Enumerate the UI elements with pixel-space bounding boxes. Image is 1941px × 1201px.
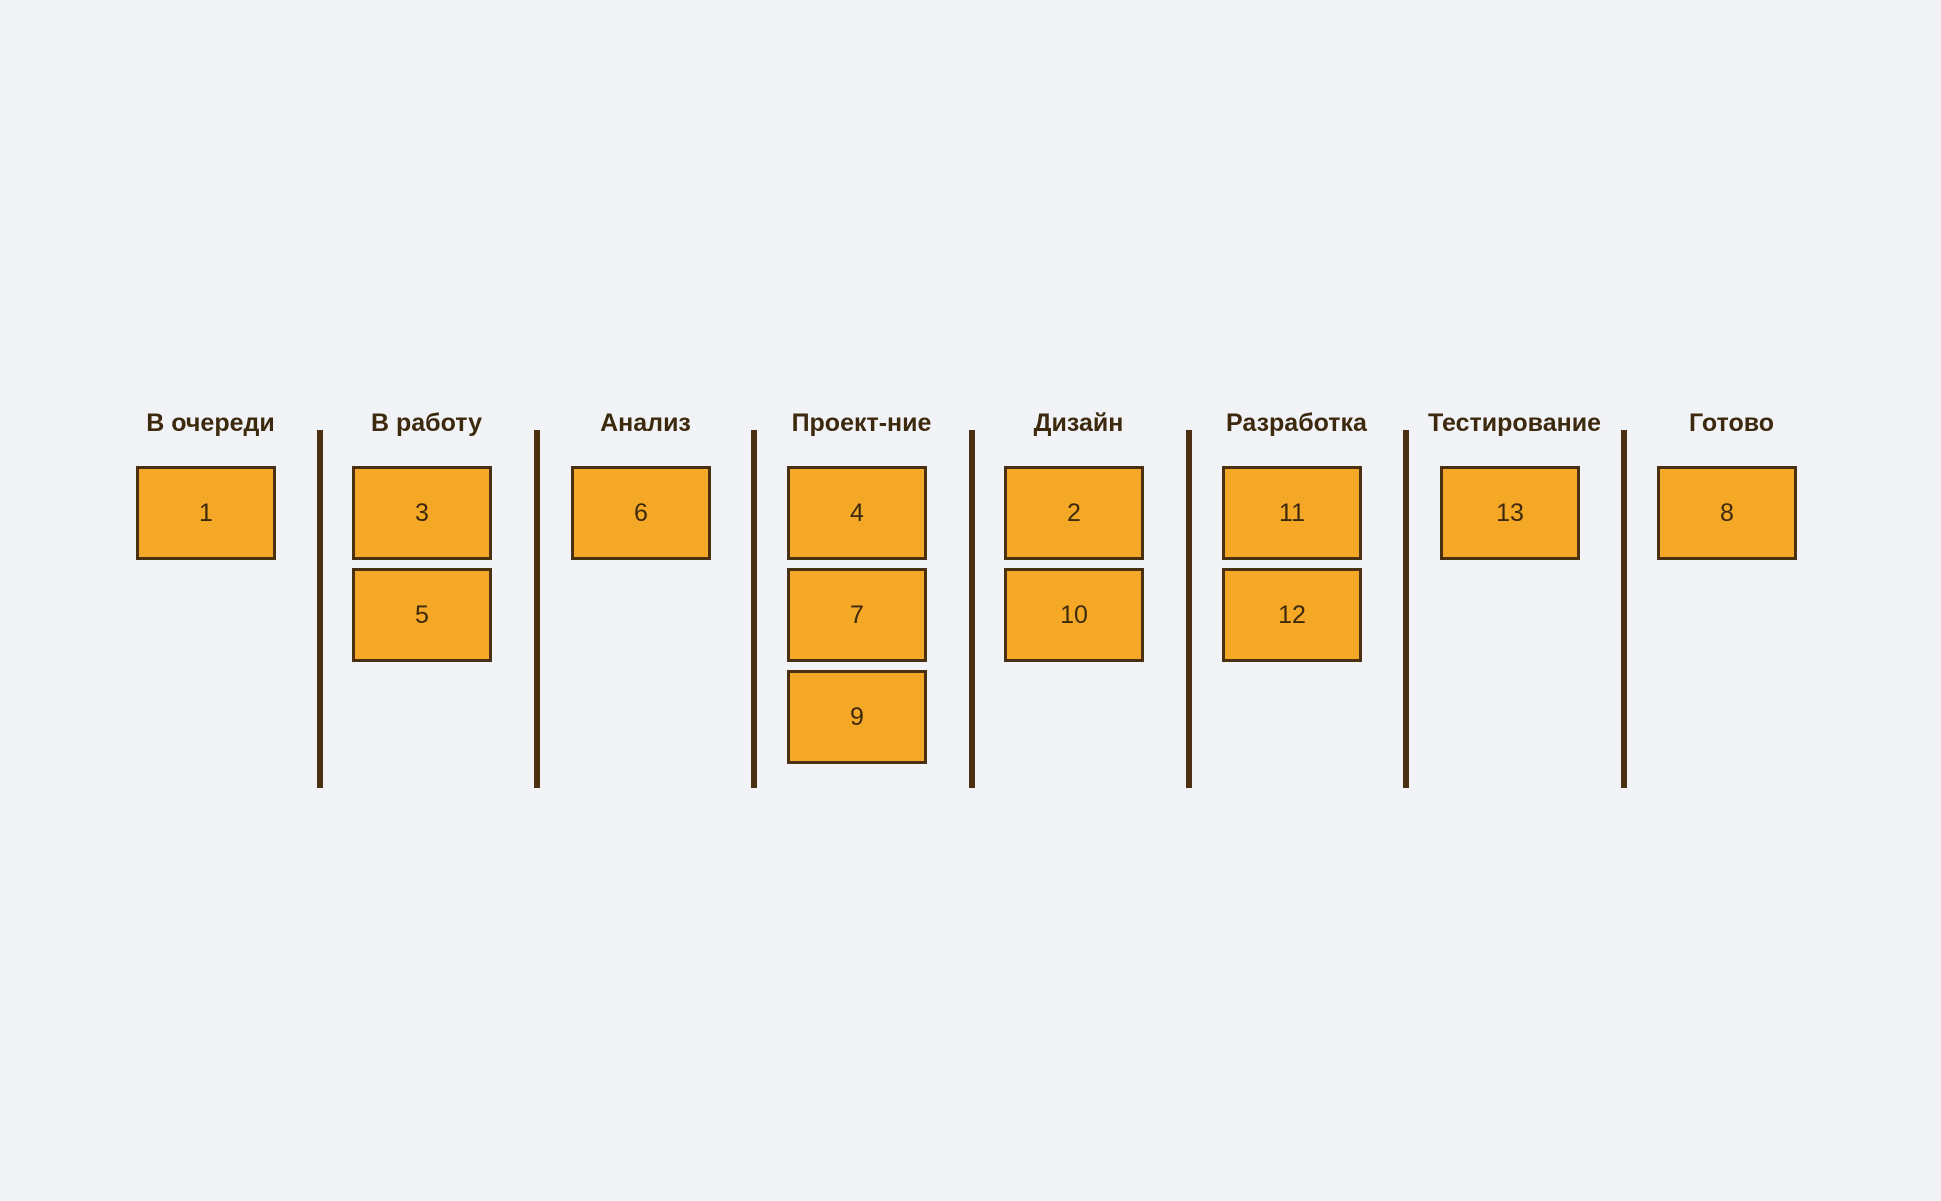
task-card[interactable]: 3 [352,466,492,560]
column-design-project: Проект-ние 4 7 9 [753,405,970,790]
column-testing: Тестирование 13 [1406,405,1623,790]
column-analysis: Анализ 6 [537,405,754,790]
column-title: Дизайн [1033,409,1124,437]
task-card[interactable]: 1 [136,466,276,560]
task-card[interactable]: 6 [571,466,711,560]
column-queue: В очереди 1 [102,405,319,790]
task-card[interactable]: 8 [1657,466,1797,560]
task-card[interactable]: 13 [1440,466,1580,560]
task-card[interactable]: 12 [1222,568,1362,662]
column-development: Разработка 11 12 [1188,405,1405,790]
task-card[interactable]: 9 [787,670,927,764]
column-divider [751,430,757,788]
column-design: Дизайн 2 10 [970,405,1187,790]
column-title: Разработка [1226,409,1367,437]
column-done: Готово 8 [1623,405,1840,790]
task-card[interactable]: 4 [787,466,927,560]
column-to-work: В работу 3 5 [318,405,535,790]
column-title: Проект-ние [791,409,932,437]
column-title: В очереди [146,409,275,437]
column-divider [534,430,540,788]
column-divider [1621,430,1627,788]
column-divider [969,430,975,788]
column-divider [317,430,323,788]
column-title: Готово [1688,409,1775,437]
task-card[interactable]: 5 [352,568,492,662]
task-card[interactable]: 2 [1004,466,1144,560]
column-title: Анализ [600,409,691,437]
column-divider [1403,430,1409,788]
column-title: В работу [370,409,483,437]
task-card[interactable]: 7 [787,568,927,662]
task-card[interactable]: 10 [1004,568,1144,662]
column-title: Тестирование [1428,409,1601,437]
column-divider [1186,430,1192,788]
task-card[interactable]: 11 [1222,466,1362,560]
